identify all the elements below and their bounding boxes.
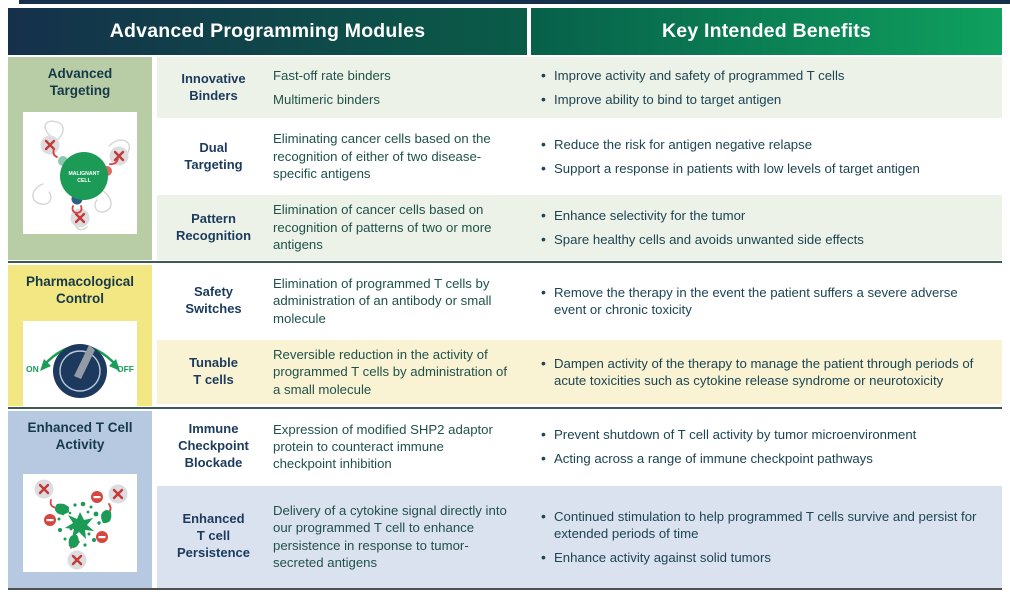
row-tunable-t-cells: Tunable T cells Reversible reduction in …: [157, 340, 1002, 404]
category-title: Enhanced T Cell Activity: [27, 419, 133, 452]
dial-on-label: ON: [26, 364, 39, 374]
malignant-cell-illustration: MALIGNANT CELL: [23, 111, 137, 234]
top-border-line: [19, 0, 1010, 4]
module-name: Immune Checkpoint Blockade: [178, 421, 249, 471]
benefit-item: Continued stimulation to help programmed…: [540, 507, 990, 542]
category-advanced-targeting: Advanced Targeting: [8, 57, 152, 260]
on-off-dial-illustration: ON OFF: [23, 320, 137, 406]
dial-off-label: OFF: [117, 364, 134, 374]
row-dual-targeting: Dual Targeting Eliminating cancer cells …: [157, 121, 1002, 192]
benefit-item: Prevent shutdown of T cell activity by t…: [540, 425, 990, 443]
module-name: Dual Targeting: [184, 139, 243, 172]
category-pharmacological-control: Pharmacological Control ON OFF: [8, 265, 152, 406]
group-pharmacological-control: Pharmacological Control ON OFF: [8, 261, 1002, 406]
module-description: Elimination of cancer cells based on rec…: [273, 202, 492, 253]
module-description: Reversible reduction in the activity of …: [273, 346, 508, 397]
benefit-item: Enhance activity against solid tumors: [540, 548, 990, 566]
row-enhanced-t-cell-persistence: Enhanced T cell Persistence Delivery of …: [157, 485, 1002, 588]
t-cell-activity-icon: [34, 479, 128, 569]
module-description: Expression of modified SHP2 adaptor prot…: [273, 421, 493, 472]
module-description: Delivery of a cytokine signal directly i…: [273, 502, 507, 571]
t-cell-activity-illustration: [23, 473, 137, 572]
benefit-list: Prevent shutdown of T cell activity by t…: [514, 425, 1002, 468]
category-title: Pharmacological Control: [25, 274, 135, 306]
row-pattern-recognition: Pattern Recognition Elimination of cance…: [157, 195, 1002, 260]
table-body: Advanced Targeting: [8, 57, 1002, 588]
benefit-item: Dampen activity of the therapy to manage…: [540, 354, 990, 389]
cell-label-line2: CELL: [77, 178, 91, 184]
malignant-cell-icon: MALIGNANT CELL: [32, 120, 130, 231]
module-description: Eliminating cancer cells based on the re…: [273, 131, 491, 182]
header-divider: [527, 8, 531, 55]
module-name: Tunable T cells: [189, 355, 238, 387]
module-name: Safety Switches: [185, 284, 242, 316]
benefit-item: Support a response in patients with low …: [540, 159, 990, 177]
table-header: Advanced Programming Modules Key Intende…: [8, 8, 1002, 55]
benefit-list: Dampen activity of the therapy to manage…: [514, 354, 1002, 389]
benefit-list: Remove the therapy in the event the pati…: [514, 283, 1002, 318]
row-safety-switches: Safety Switches Elimination of programme…: [157, 265, 1002, 337]
cell-label-line1: MALIGNANT: [68, 171, 100, 177]
row-innovative-binders: Innovative Binders Fast-off rate binders…: [157, 57, 1002, 118]
group-enhanced-t-cell-activity: Enhanced T Cell Activity: [8, 406, 1002, 588]
benefit-list: Improve activity and safety of programme…: [514, 66, 1002, 109]
header-advanced-programming-modules: Advanced Programming Modules: [8, 8, 527, 55]
modules-benefits-table: Advanced Programming Modules Key Intende…: [8, 8, 1002, 590]
module-name: Innovative Binders: [181, 70, 246, 103]
header-key-intended-benefits: Key Intended Benefits: [531, 8, 1002, 55]
benefit-item: Improve activity and safety of programme…: [540, 66, 990, 84]
benefit-list: Reduce the risk for antigen negative rel…: [514, 135, 1002, 178]
module-name: Enhanced T cell Persistence: [177, 511, 250, 561]
benefit-item: Enhance selectivity for the tumor: [540, 206, 990, 224]
benefit-item: Improve ability to bind to target antige…: [540, 90, 990, 108]
benefit-item: Spare healthy cells and avoids unwanted …: [540, 230, 990, 248]
benefit-item: Reduce the risk for antigen negative rel…: [540, 135, 990, 153]
on-off-dial-icon: ON OFF: [26, 343, 134, 398]
benefit-list: Enhance selectivity for the tumor Spare …: [514, 206, 1002, 249]
module-description: Fast-off rate binders Multimeric binders: [273, 67, 391, 107]
module-description: Elimination of programmed T cells by adm…: [273, 275, 492, 326]
benefit-item: Acting across a range of immune checkpoi…: [540, 449, 990, 467]
group-advanced-targeting: Advanced Targeting: [8, 57, 1002, 260]
row-immune-checkpoint-blockade: Immune Checkpoint Blockade Expression of…: [157, 410, 1002, 483]
module-name: Pattern Recognition: [175, 210, 252, 243]
benefit-list: Continued stimulation to help programmed…: [514, 507, 1002, 567]
category-title: Advanced Targeting: [47, 66, 113, 98]
category-enhanced-t-cell-activity: Enhanced T Cell Activity: [8, 410, 152, 588]
benefit-item: Remove the therapy in the event the pati…: [540, 283, 990, 318]
